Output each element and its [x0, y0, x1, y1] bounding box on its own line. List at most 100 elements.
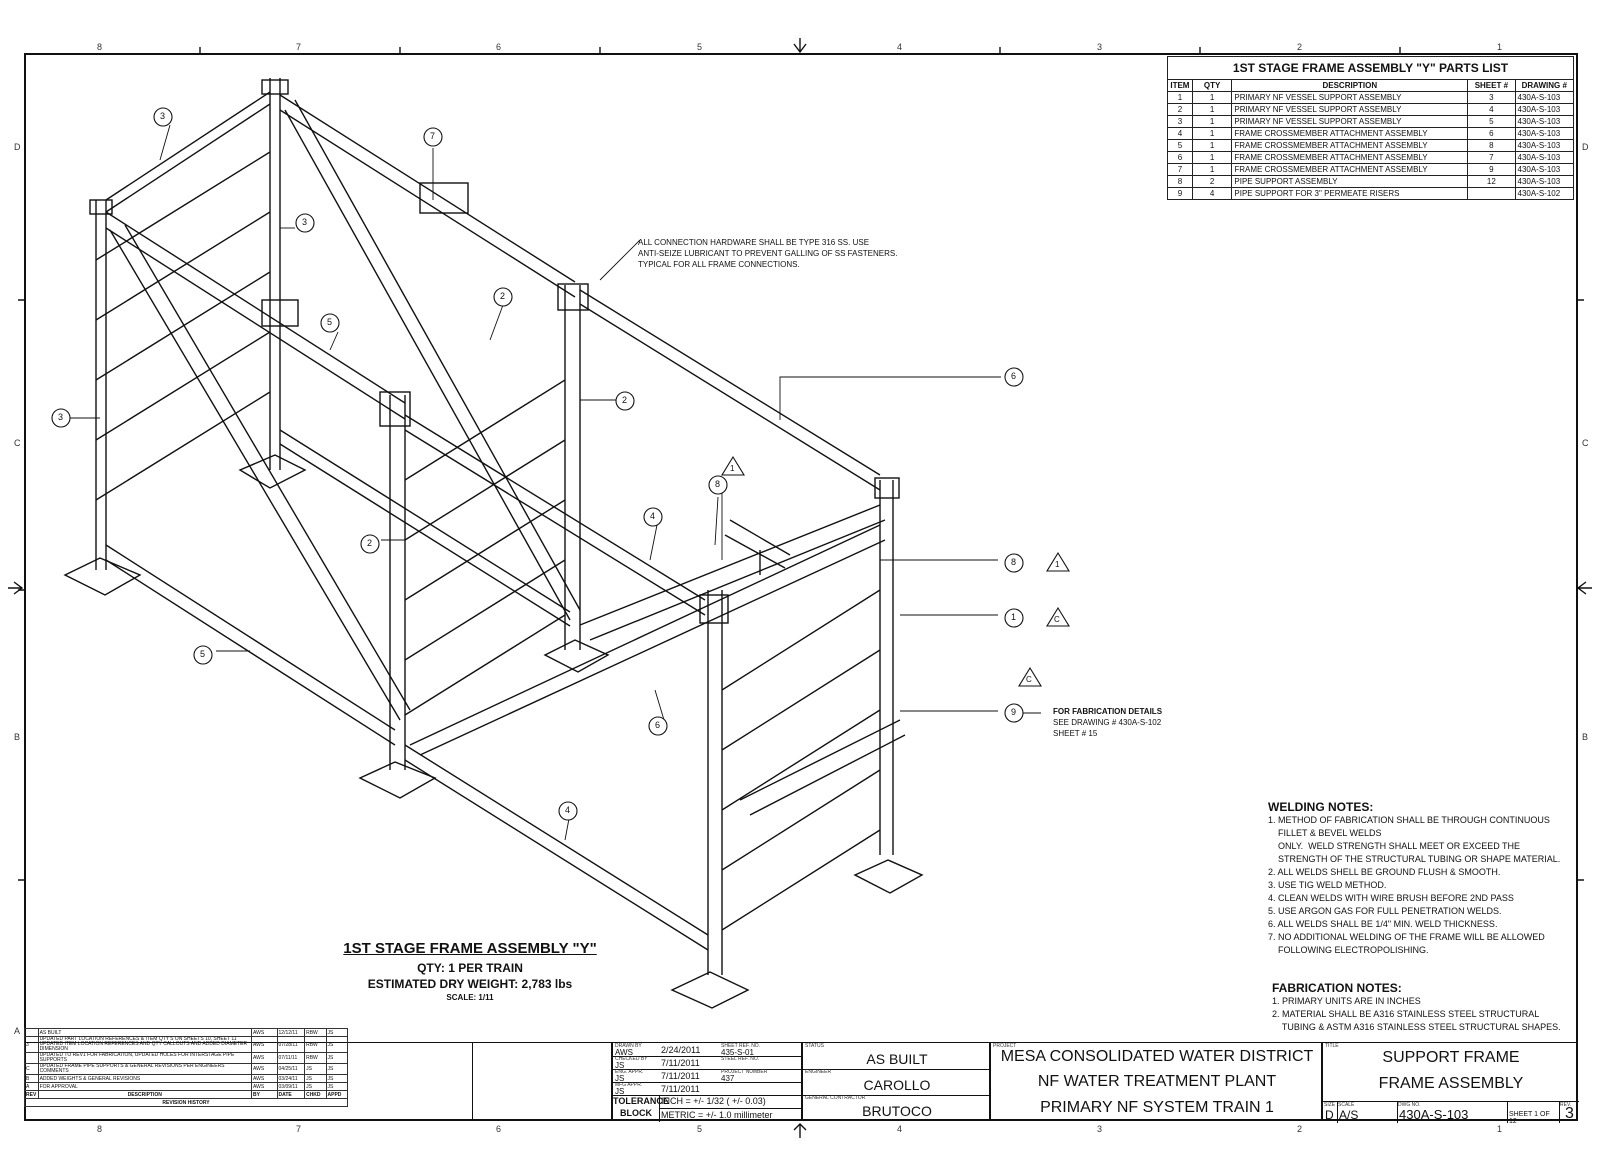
divider — [659, 1108, 803, 1109]
drawn-row: DRAWN BY AWS 2/24/2011 SHEET REF. NO. 43… — [613, 1043, 803, 1057]
col-header: QTY — [1191, 79, 1233, 92]
cell: 1 — [1167, 91, 1193, 104]
cell: JS — [325, 1074, 349, 1083]
note-line: 2. MATERIAL SHALL BE A316 STAINLESS STEE… — [1272, 1009, 1540, 1019]
zone-label: A — [14, 1026, 21, 1036]
cell: 3 — [1167, 115, 1193, 128]
assembly-scale: SCALE: 1/11 — [446, 993, 494, 1002]
cell: 6 — [1467, 127, 1516, 140]
mfg-date: 7/11/2011 — [661, 1084, 700, 1094]
field-label: ENGINEER — [805, 1069, 832, 1075]
cell: 1 — [1191, 151, 1233, 164]
cell: 430A-S-103 — [1514, 163, 1574, 176]
cell: PIPE SUPPORT FOR 3" PERMEATE RISERS — [1231, 187, 1469, 200]
rev-value: 3 — [1565, 1105, 1574, 1122]
cell: 04/25/11 — [276, 1063, 306, 1075]
ref-value: 435-S-01 — [721, 1048, 754, 1057]
callout-number: 3 — [160, 111, 166, 121]
engineer-value: CAROLLO — [863, 1077, 931, 1093]
note-line: TUBING & ASTM A316 STAINLESS STEEL STRUC… — [1272, 1022, 1561, 1032]
field-label: STEEL REF. NO. — [721, 1056, 760, 1062]
approval-block: DRAWN BY AWS 2/24/2011 SHEET REF. NO. 43… — [612, 1042, 803, 1122]
cell: 430A-S-102 — [1514, 187, 1574, 200]
cell: FRAME CROSSMEMBER ATTACHMENT ASSEMBLY — [1231, 163, 1469, 176]
cell: 2 — [1191, 175, 1233, 188]
revision-history-label: REVISION HISTORY — [24, 1098, 348, 1107]
cell: 7 — [1467, 151, 1516, 164]
cell — [24, 1052, 39, 1064]
cell: PRIMARY NF VESSEL SUPPORT ASSEMBLY — [1231, 115, 1469, 128]
cell: 1 — [1191, 139, 1233, 152]
cell: 07/28/11 — [276, 1036, 306, 1053]
cell: JS — [304, 1082, 327, 1091]
cell: BY — [251, 1090, 278, 1099]
field-label: GENERAL CONTRACTOR — [805, 1095, 866, 1101]
note-line: 7. NO ADDITIONAL WELDING OF THE FRAME WI… — [1268, 932, 1545, 942]
field-label: CHECKED BY — [615, 1056, 648, 1062]
note-line: ANTI-SEIZE LUBRICANT TO PREVENT GALLING … — [638, 249, 898, 258]
cell: C — [24, 1063, 39, 1075]
cell: 03/09/11 — [276, 1082, 306, 1091]
cell: RBW — [304, 1036, 327, 1053]
callout-number: 9 — [1011, 707, 1017, 717]
cell: 5 — [1167, 139, 1193, 152]
project-line: NF WATER TREATMENT PLANT — [1037, 1073, 1277, 1090]
field-label: MFG APPR. — [615, 1082, 643, 1088]
cell: AWS — [251, 1036, 278, 1053]
cell: UPDATED PART LOCATION REFERENCES & ITEM … — [37, 1036, 253, 1053]
field-label: DWG NO. — [1398, 1102, 1421, 1108]
cell: 8 — [1167, 175, 1193, 188]
tolerance-block-label: TOLERANCE BLOCK — [613, 1095, 669, 1122]
cell: AWS — [251, 1074, 278, 1083]
callout-number: 6 — [1011, 371, 1017, 381]
parts-list-header: ITEM QTY DESCRIPTION SHEET # DRAWING # — [1167, 79, 1574, 92]
cell: JS — [325, 1028, 349, 1037]
callout-number: 6 — [655, 720, 661, 730]
rev-cell: REV. 3 — [1559, 1102, 1579, 1123]
assembly-weight: ESTIMATED DRY WEIGHT: 2,783 lbs — [367, 977, 573, 991]
rev-flag-text: C — [1054, 615, 1060, 624]
contractor-row: GENERAL CONTRACTOR BRUTOCO — [803, 1095, 991, 1122]
cell: 12 — [1467, 175, 1516, 188]
tolerance-label: TOLERANCE — [613, 1096, 669, 1106]
fabrication-detail-note: FOR FABRICATION DETAILS SEE DRAWING # 43… — [1053, 706, 1162, 739]
cell: JS — [304, 1074, 327, 1083]
cell: 9 — [1167, 187, 1193, 200]
drawing-title: SUPPORT FRAME — [1382, 1049, 1520, 1066]
cell: JS — [325, 1036, 349, 1053]
fabrication-notes: FABRICATION NOTES: 1. PRIMARY UNITS ARE … — [1272, 981, 1577, 1034]
cell: 12/12/11 — [276, 1028, 306, 1037]
eng-row: ENG. APPR. JS 7/11/2011 PROJECT NUMBER 4… — [613, 1069, 803, 1083]
cell: 4 — [1191, 187, 1233, 200]
callout-number: 3 — [302, 217, 308, 227]
callout-number: 8 — [1011, 557, 1017, 567]
zone-label: C — [1582, 438, 1589, 448]
job-value: 437 — [721, 1074, 735, 1083]
cell: FRAME CROSSMEMBER ATTACHMENT ASSEMBLY — [1231, 151, 1469, 164]
mfg-by: JS — [615, 1087, 625, 1096]
cell: 1 — [1191, 115, 1233, 128]
cell: FRAME CROSSMEMBER ATTACHMENT ASSEMBLY — [1231, 139, 1469, 152]
field-label: PROJECT NUMBER — [721, 1069, 768, 1075]
welding-notes-title: WELDING NOTES: — [1268, 800, 1374, 814]
callout-number: 2 — [500, 291, 506, 301]
note-line: ALL CONNECTION HARDWARE SHALL BE TYPE 31… — [638, 238, 870, 247]
note-line: 6. ALL WELDS SHALL BE 1/4" MIN. WELD THI… — [1268, 919, 1498, 929]
cell: 03/24/11 — [276, 1074, 306, 1083]
note-line: 1. PRIMARY UNITS ARE IN INCHES — [1272, 996, 1421, 1006]
cell: 5 — [1467, 115, 1516, 128]
cell: 430A-S-103 — [1514, 175, 1574, 188]
cell: AWS — [251, 1028, 278, 1037]
note-line: FILLET & BEVEL WELDS — [1268, 828, 1382, 838]
cell: 430A-S-103 — [1514, 151, 1574, 164]
callout-number: 1 — [1011, 612, 1017, 622]
cell: 3 — [24, 1036, 39, 1053]
cell: 430A-S-103 — [1514, 91, 1574, 104]
field-label: TITLE — [1325, 1043, 1339, 1049]
assembly-title-block: 1ST STAGE FRAME ASSEMBLY "Y" QTY: 1 PER … — [320, 940, 620, 1003]
